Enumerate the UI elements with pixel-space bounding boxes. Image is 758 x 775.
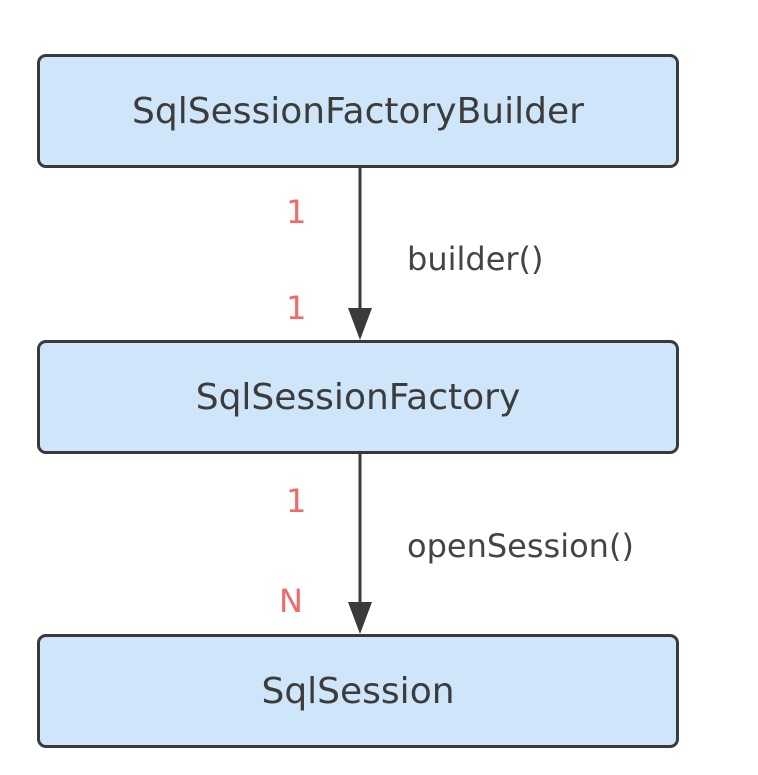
edge-open-session-target-multiplicity: N	[279, 582, 303, 620]
node-sql-session-factory: SqlSessionFactory	[37, 340, 679, 454]
edge-builder-arrowhead	[348, 308, 372, 340]
edge-open-session-arrowhead	[348, 602, 372, 634]
edge-builder-source-multiplicity: 1	[286, 193, 307, 231]
edge-open-session	[348, 454, 372, 634]
node-sql-session-factory-builder: SqlSessionFactoryBuilder	[37, 54, 679, 168]
edge-builder	[348, 168, 372, 340]
node-sql-session: SqlSession	[37, 634, 679, 748]
node-label: SqlSession	[261, 670, 455, 712]
edge-builder-label: builder()	[407, 240, 544, 278]
edge-open-session-source-multiplicity: 1	[286, 482, 307, 520]
edge-builder-target-multiplicity: 1	[286, 289, 307, 327]
edge-open-session-label: openSession()	[407, 527, 634, 565]
node-label: SqlSessionFactoryBuilder	[132, 90, 584, 132]
node-label: SqlSessionFactory	[195, 376, 521, 418]
